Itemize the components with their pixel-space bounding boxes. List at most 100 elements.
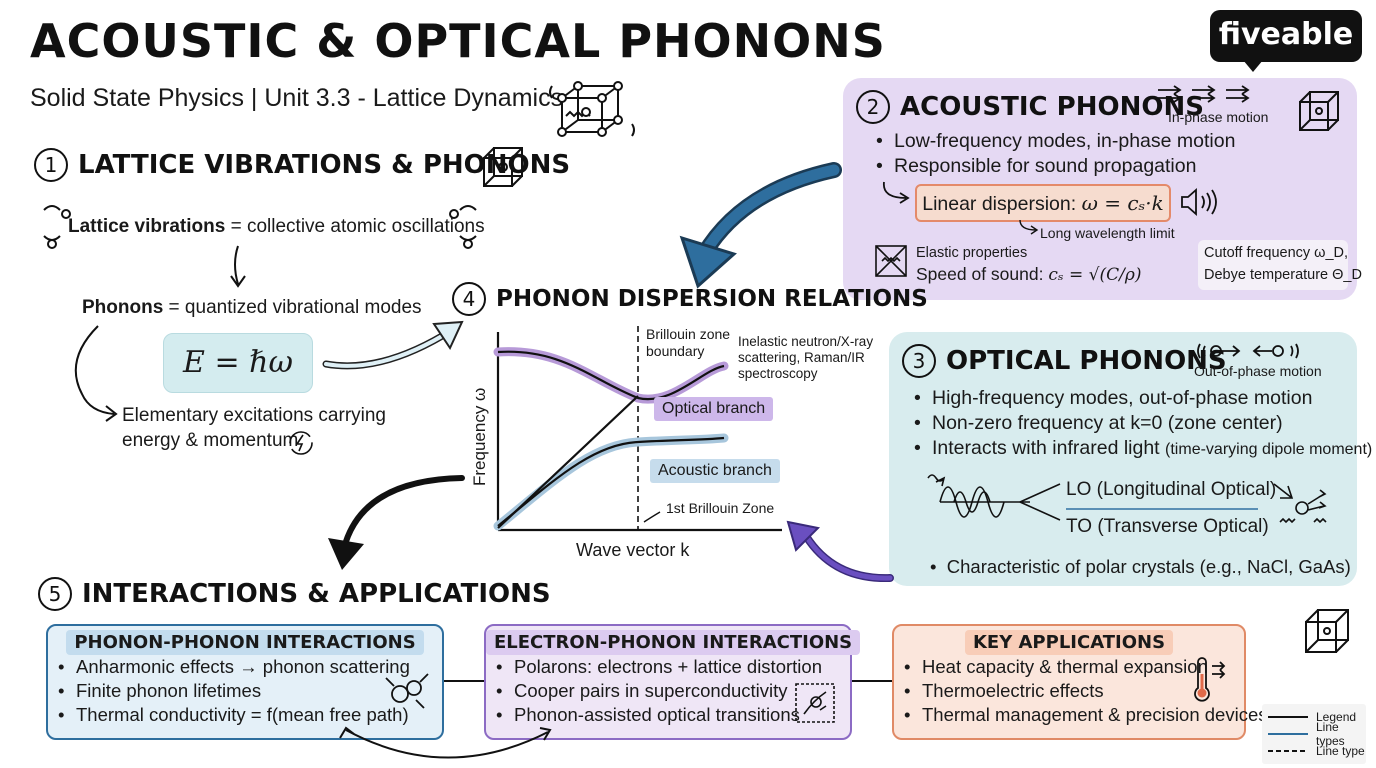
- interaction-double-arrow: [339, 726, 552, 759]
- first-bz-label: 1st Brillouin Zone: [666, 500, 775, 516]
- section2-number: 2: [856, 90, 890, 124]
- dispersion-chart: [493, 326, 782, 532]
- cutoff-frequency: Cutoff frequency ω_D,: [1204, 245, 1349, 261]
- arrow-optical-to-dispersion: [786, 520, 894, 582]
- optical-bullets: High-frequency modes, out-of-phase motio…: [910, 386, 1372, 462]
- phonon-phonon-box: PHONON-PHONON INTERACTIONS Anharmonic ef…: [46, 624, 444, 740]
- section4-heading: 4 PHONON DISPERSION RELATIONS: [452, 282, 928, 316]
- small-hook-icon: [1019, 219, 1039, 235]
- debye-temperature: Debye temperature Θ_D: [1204, 267, 1362, 283]
- electron-phonon-title: ELECTRON-PHONON INTERACTIONS: [486, 630, 861, 655]
- excitations-line2: energy & momentum: [122, 430, 299, 451]
- lattice-vibrations-line: Lattice vibrations = collective atomic o…: [68, 216, 485, 238]
- phonon-phonon-list: Anharmonic effects → phonon scattering F…: [54, 655, 442, 727]
- acoustic-bullets: Low-frequency modes, in-phase motion Res…: [872, 129, 1235, 179]
- applications-item: Thermal management & precision devices: [900, 703, 1268, 727]
- subtitle: Solid State Physics | Unit 3.3 - Lattice…: [30, 84, 564, 112]
- lo-label: LO (Longitudinal Optical): [1066, 479, 1277, 500]
- electron-phonon-item: Phonon-assisted optical transitions: [492, 703, 850, 727]
- optical-branch-label: Optical branch: [654, 397, 774, 421]
- acoustic-branch-label: Acoustic branch: [650, 459, 780, 483]
- bz-pointer: [643, 511, 661, 523]
- bz-boundary-label1: Brillouin zone: [646, 326, 731, 342]
- electron-phonon-item: Polarons: electrons + lattice distortion: [492, 655, 850, 679]
- phonons-definition: = quantized vibrational modes: [163, 297, 422, 318]
- bz-boundary-label2: boundary: [646, 343, 705, 359]
- applications-list: Heat capacity & thermal expansion Thermo…: [900, 655, 1268, 727]
- optical-bullet: High-frequency modes, out-of-phase motio…: [910, 386, 1372, 411]
- in-phase-arrows-icon: [1158, 85, 1250, 103]
- lattice-spring-icon: [549, 81, 635, 137]
- legend-row: Line types: [1268, 720, 1366, 748]
- down-arrow-icon: [230, 245, 246, 288]
- energy-momentum-icon: [289, 431, 313, 455]
- phonon-phonon-item: Finite phonon lifetimes: [54, 679, 442, 703]
- vibration-left-icon: [43, 205, 71, 249]
- optical-bullet: Non-zero frequency at k=0 (zone center): [910, 411, 1372, 436]
- scattering-label1: Inelastic neutron/X-ray: [738, 334, 874, 349]
- section5-heading: 5 INTERACTIONS & APPLICATIONS: [38, 577, 551, 611]
- speed-label: Speed of sound:: [916, 264, 1049, 284]
- legend-line-types: Line types: [1316, 719, 1345, 748]
- speed-formula: cₛ = √(C/ρ): [1048, 265, 1142, 285]
- speed-of-sound-line: Speed of sound: cₛ = √(C/ρ): [916, 264, 1141, 285]
- acoustic-branch-curve: [497, 436, 725, 527]
- vibration-right-icon: [449, 205, 477, 249]
- speaker-icon: [1181, 188, 1217, 216]
- long-wavelength-label: Long wavelength limit: [1040, 225, 1175, 241]
- infrared-wave-icon: [927, 474, 1061, 521]
- section1-number: 1: [34, 148, 68, 182]
- thermometer-icon: [1194, 657, 1226, 702]
- energy-formula: E = ℏω: [163, 333, 313, 393]
- legend-line-type: Line type: [1316, 743, 1365, 758]
- legend: Legend Line types Line type: [1262, 704, 1366, 764]
- arrow-to-interactions: [328, 475, 465, 570]
- arrow-to-dispersion: [322, 320, 464, 370]
- fiveable-logo[interactable]: fiveable: [1210, 10, 1362, 62]
- lattice-distortion-icon: [795, 683, 835, 723]
- scattering-label3: spectroscopy: [738, 366, 818, 381]
- phonon-phonon-item: Thermal conductivity = f(mean free path): [54, 703, 442, 727]
- phonon-phonon-item: Anharmonic effects → phonon scattering: [54, 655, 442, 679]
- frequency-axis-label: Frequency ω: [470, 387, 489, 486]
- crystal-cube-icon: [483, 147, 523, 187]
- acoustic-bullet: Responsible for sound propagation: [872, 154, 1235, 179]
- polar-crystals-text: Characteristic of polar crystals (e.g., …: [946, 556, 1351, 577]
- to-label: TO (Transverse Optical): [1066, 516, 1269, 537]
- connector-1-2: [442, 680, 484, 682]
- section4-number: 4: [452, 282, 486, 316]
- curved-arrow-icon: [74, 325, 118, 422]
- acoustic-bullet: Low-frequency modes, in-phase motion: [872, 129, 1235, 154]
- legend-title: Legend: [1316, 709, 1357, 724]
- applications-item: Heat capacity & thermal expansion: [900, 655, 1244, 679]
- electron-phonon-item: Cooper pairs in superconductivity: [492, 679, 850, 703]
- legend-row: Line type: [1268, 742, 1366, 759]
- dipole-atom-icon: [1273, 483, 1327, 524]
- applications-item: Thermoelectric effects: [900, 679, 1244, 703]
- legend-row: Legend: [1268, 708, 1366, 725]
- section4-title: PHONON DISPERSION RELATIONS: [496, 286, 928, 312]
- optical-branch-curve: [497, 350, 725, 401]
- elastic-properties: Elastic properties: [916, 245, 1028, 261]
- section5-title: INTERACTIONS & APPLICATIONS: [82, 579, 551, 609]
- phonons-line: Phonons = quantized vibrational modes: [82, 297, 422, 319]
- cutoff-box: Cutoff frequency ω_D, Debye temperature …: [1198, 240, 1362, 290]
- applications-cube-icon: [1305, 609, 1349, 653]
- section5-number: 5: [38, 577, 72, 611]
- applications-title: KEY APPLICATIONS: [964, 630, 1174, 655]
- infrared-text: Interacts with infrared light: [932, 437, 1166, 459]
- linear-acoustic-line: [497, 395, 639, 529]
- polar-crystals-line: • Characteristic of polar crystals (e.g.…: [930, 556, 1351, 577]
- phonon-phonon-title: PHONON-PHONON INTERACTIONS: [66, 630, 424, 655]
- wave-vector-axis-label: Wave vector k: [576, 540, 690, 560]
- lattice-vibrations-term: Lattice vibrations: [68, 216, 226, 237]
- main-title: ACOUSTIC & OPTICAL PHONONS: [30, 14, 886, 68]
- lo-to-divider: [1066, 508, 1258, 510]
- in-phase-label: In-phase motion: [1168, 109, 1269, 125]
- logo-speech-tail: [1243, 60, 1263, 72]
- phonon-collision-icon: [385, 673, 429, 709]
- section2-heading: 2 ACOUSTIC PHONONS: [856, 90, 1204, 124]
- phonons-term: Phonons: [82, 297, 164, 318]
- section2-title: ACOUSTIC PHONONS: [900, 92, 1204, 122]
- out-of-phase-label: Out-of-phase motion: [1194, 363, 1322, 379]
